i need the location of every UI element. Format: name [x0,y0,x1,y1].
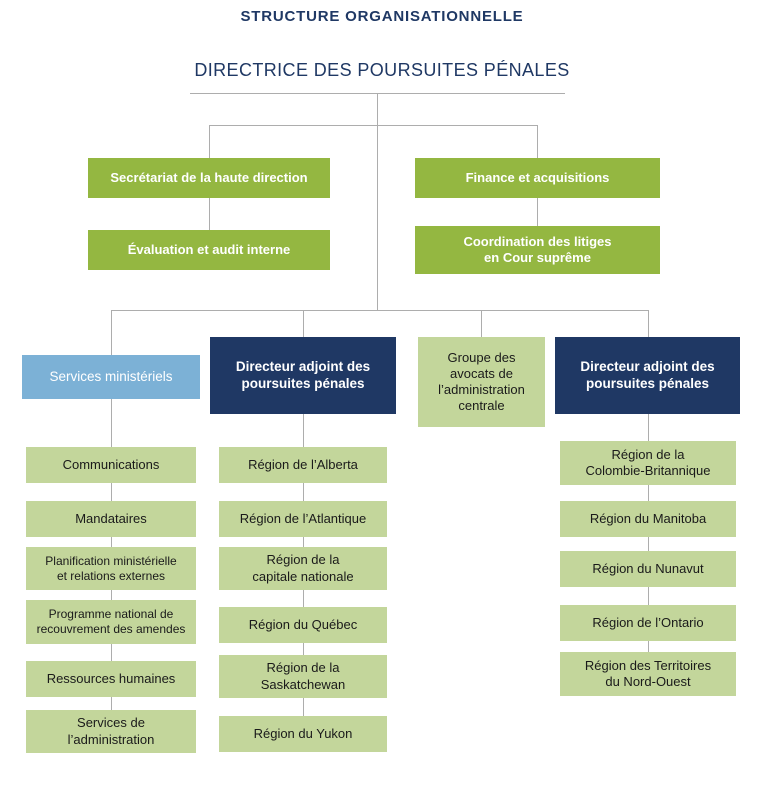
connector-level1-horizontal [209,125,538,126]
org-box-services-administration: Services de l’administration [26,710,196,753]
org-box-coordination-litiges: Coordination des litiges en Cour suprême [415,226,660,274]
connector-level1-left-stub-mid [209,198,210,230]
org-box-region-manitoba: Région du Manitoba [560,501,736,537]
org-box-region-quebec: Région du Québec [219,607,387,643]
org-box-communications: Communications [26,447,196,483]
page-title: STRUCTURE ORGANISATIONNELLE [240,8,524,25]
org-box-region-atlantique: Région de l’Atlantique [219,501,387,537]
root-title: DIRECTRICE DES POURSUITES PÉNALES [194,60,570,80]
org-box-mandataires: Mandataires [26,501,196,537]
connector-stub-da-right [648,310,649,337]
org-box-evaluation-audit-interne: Évaluation et audit interne [88,230,330,270]
org-box-directeur-adjoint-droit: Directeur adjoint des poursuites pénales [555,337,740,414]
org-box-region-alberta: Région de l’Alberta [219,447,387,483]
org-box-region-ontario: Région de l’Ontario [560,605,736,641]
org-box-groupe-avocats: Groupe des avocats de l’administration c… [418,337,545,427]
connector-level1-right-stub-top [537,125,538,158]
org-box-region-colombie-britannique: Région de la Colombie-Britannique [560,441,736,485]
org-box-region-yukon: Région du Yukon [219,716,387,752]
connector-level1-left-stub-top [209,125,210,158]
org-box-programme-recouvrement-amendes: Programme national de recouvrement des a… [26,600,196,644]
connector-branches-horizontal [111,310,649,311]
connector-center-vertical [377,93,378,310]
org-box-directeur-adjoint-gauche: Directeur adjoint des poursuites pénales [210,337,396,414]
org-box-planification-ministerielle: Planification ministérielle et relations… [26,547,196,590]
connector-stub-services [111,310,112,355]
org-box-region-territoires-nord-ouest: Région des Territoires du Nord-Ouest [560,652,736,696]
org-box-region-nunavut: Région du Nunavut [560,551,736,587]
org-box-finance-acquisitions: Finance et acquisitions [415,158,660,198]
connector-stub-da-left [303,310,304,337]
org-box-region-saskatchewan: Région de la Saskatchewan [219,655,387,698]
org-box-secretariat-haute-direction: Secrétariat de la haute direction [88,158,330,198]
org-box-region-capitale-nationale: Région de la capitale nationale [219,547,387,590]
connector-stub-groupe [481,310,482,337]
org-box-services-ministeriels: Services ministériels [22,355,200,399]
connector-level1-right-stub-mid [537,198,538,226]
org-box-ressources-humaines: Ressources humaines [26,661,196,697]
